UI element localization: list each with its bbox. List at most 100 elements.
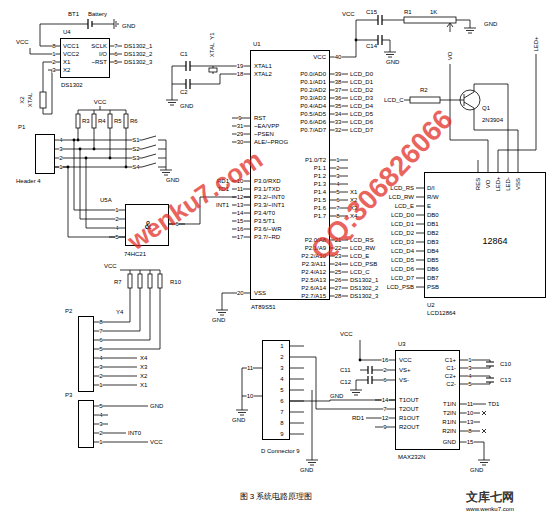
schematic-label: LCD_C xyxy=(350,269,370,275)
schematic-label: 1 xyxy=(468,357,471,363)
schematic-label: 8 xyxy=(52,43,55,49)
schematic-label: 5 xyxy=(468,381,471,387)
schematic-label: R1OUT xyxy=(399,415,419,421)
schematic-label: R2IN xyxy=(442,428,456,434)
schematic-label: 15 xyxy=(467,439,474,445)
schematic-label: 2 xyxy=(280,354,283,360)
schematic-label: LCD_D3 xyxy=(350,95,373,101)
schematic-label: VSS xyxy=(515,178,521,190)
schematic-label: GND xyxy=(122,23,135,29)
schematic-label: 6 xyxy=(383,377,386,383)
schematic-label: GND xyxy=(150,403,163,409)
schematic-label: 2 xyxy=(383,367,386,373)
schematic-label: 38 xyxy=(335,79,342,85)
schematic-label: Battery xyxy=(88,11,107,17)
schematic-label: P0.6/AD6 xyxy=(300,119,326,125)
schematic-label: GND xyxy=(300,467,313,473)
schematic-label: E xyxy=(427,203,431,209)
schematic-label: ALE/~PROG xyxy=(254,139,288,145)
schematic-label: PSB xyxy=(427,284,439,290)
schematic-label: 29 xyxy=(237,131,244,137)
schematic-label: C12 xyxy=(340,379,351,385)
resistor-symbol xyxy=(128,274,132,288)
schematic-label: P1.7 xyxy=(314,213,326,219)
schematic-label: DB2 xyxy=(427,230,439,236)
schematic-label: S3 xyxy=(132,155,139,161)
schematic-label: Y1 xyxy=(209,32,215,39)
chip-label: U4 xyxy=(63,29,71,35)
schematic-label: DS1302_2 xyxy=(350,285,378,291)
figure-caption: 图 3 系统电路原理图 xyxy=(240,493,313,501)
schematic-label: C2- xyxy=(446,381,456,387)
schematic-label: 4 xyxy=(99,412,102,418)
schematic-label: ~EA/VPP xyxy=(254,123,279,129)
schematic-label: LED- xyxy=(505,177,511,191)
schematic-label: GND xyxy=(330,393,343,399)
schematic-label: X1 xyxy=(63,59,70,65)
schematic-label: R10 xyxy=(170,279,181,285)
schematic-label: GND xyxy=(232,417,245,423)
schematic-label: 2 xyxy=(115,216,118,222)
schematic-label: 4 xyxy=(468,373,471,379)
chip-label: AT89S51 xyxy=(251,304,276,310)
schematic-label: 1 xyxy=(59,164,62,170)
chip-label: P2 xyxy=(65,308,72,314)
schematic-label: 4 xyxy=(336,181,339,187)
schematic-label: LCD_D4 xyxy=(391,248,414,254)
schematic-label: 3 xyxy=(99,421,102,427)
schematic-label: P3.7/~RD xyxy=(254,234,280,240)
schematic-label: LCD_D7 xyxy=(391,275,414,281)
schematic-label: P0.7/AD7 xyxy=(300,127,326,133)
schematic-label: RD1 xyxy=(352,415,364,421)
schematic-label: C13 xyxy=(500,377,511,383)
schematic-label: VCC xyxy=(342,11,355,17)
schematic-label: 36 xyxy=(335,95,342,101)
schematic-label: VCC xyxy=(94,99,107,105)
schematic-label: DB0 xyxy=(427,212,439,218)
schematic-label: 17 xyxy=(237,234,244,240)
schematic-label: 6 xyxy=(336,197,339,203)
schematic-label: X2 xyxy=(140,373,147,379)
chip-label: P1 xyxy=(18,124,25,130)
schematic-label: 1K xyxy=(430,9,437,15)
schematic-label: 30 xyxy=(237,139,244,145)
schematic-label: DB6 xyxy=(427,266,439,272)
wire-connector xyxy=(290,400,395,401)
schematic-label: 2N3904 xyxy=(482,117,503,123)
schematic-label: P2.6/A14 xyxy=(301,285,326,291)
schematic-label: 8 xyxy=(99,319,102,325)
schematic-label: Y4 xyxy=(116,309,123,315)
schematic-label: LCD_D2 xyxy=(391,230,414,236)
resistor-symbol xyxy=(124,114,128,128)
schematic-label: C2 xyxy=(180,89,188,95)
resistor-symbol xyxy=(108,114,112,128)
schematic-label: X2 xyxy=(63,67,70,73)
schematic-label: XTAL1 xyxy=(254,63,272,69)
schematic-label: 3 xyxy=(59,146,62,152)
schematic-label: 7 xyxy=(280,409,283,415)
schematic-label: www.wenku7.com xyxy=(466,506,514,512)
schematic-label: P0.5/AD5 xyxy=(300,111,326,117)
junction-dot xyxy=(79,148,82,151)
schematic-label: VO xyxy=(447,52,453,61)
schematic-label: 3 xyxy=(99,364,102,370)
schematic-label: DB1 xyxy=(427,221,439,227)
transistor-symbol xyxy=(462,92,474,108)
schematic-label: VCC xyxy=(313,54,326,60)
schematic-label: VS+ xyxy=(399,367,411,373)
schematic-label: T2OUT xyxy=(399,406,419,412)
schematic-label: GND xyxy=(180,103,193,109)
schematic-label: R4 xyxy=(98,118,106,124)
chip-label: P3 xyxy=(65,392,72,398)
schematic-label: X3 xyxy=(140,364,147,370)
chip-label: DS1302 xyxy=(61,82,83,88)
schematic-label: 3 xyxy=(336,173,339,179)
schematic-label: R/W xyxy=(427,194,439,200)
resistor-symbol xyxy=(148,274,152,288)
schematic-label: 1 xyxy=(336,157,339,163)
schematic-label: RST xyxy=(254,115,266,121)
chip-label: LCD12864 xyxy=(427,310,456,316)
schematic-label: R6 xyxy=(130,118,138,124)
schematic-label: LED+ xyxy=(495,176,501,191)
schematic-label: X4 xyxy=(140,355,147,361)
